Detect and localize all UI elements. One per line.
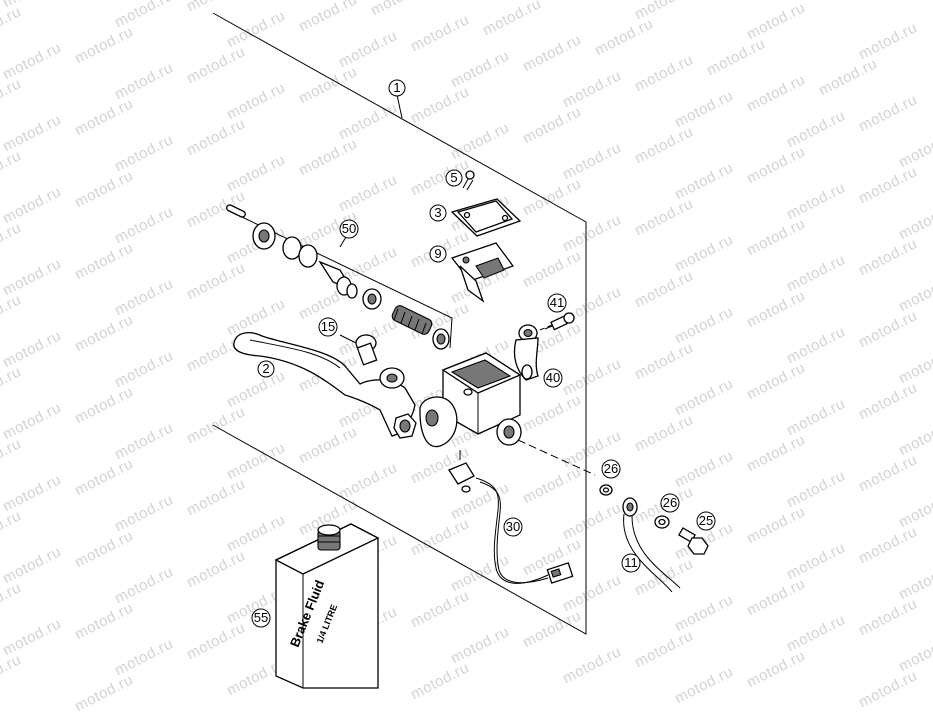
assembly-line-banjo	[517, 439, 596, 476]
callout-26b-label: 26	[663, 495, 677, 510]
lever-adjuster	[339, 334, 378, 366]
callout-30-label: 30	[506, 519, 520, 534]
return-spring	[391, 305, 433, 335]
dust-boot	[252, 222, 276, 250]
callout-40-label: 40	[546, 370, 560, 385]
callout-26a-label: 26	[604, 461, 618, 476]
piston-seal-inner	[367, 293, 377, 305]
callout-11-label: 11	[624, 555, 638, 570]
banjo-bolt	[678, 527, 709, 555]
banjo-washer-a-inner	[602, 487, 610, 493]
callout-2: 2	[257, 360, 275, 378]
callout-5-label: 5	[450, 170, 457, 185]
callout-3-label: 3	[434, 205, 441, 220]
callout-5: 5	[445, 169, 463, 187]
pivot-pin	[226, 204, 246, 218]
callout-50-label: 50	[342, 221, 356, 236]
callout-2-label: 2	[262, 361, 269, 376]
callout-30: 30	[503, 517, 523, 537]
brake-fluid-bottle	[274, 523, 380, 689]
leader-line-50	[339, 236, 347, 248]
snap-ring-a	[282, 236, 302, 260]
handlebar-clamp	[513, 324, 539, 381]
reservoir-cover	[450, 198, 522, 237]
callout-1: 1	[388, 79, 406, 97]
spring-washer-inner	[436, 333, 446, 345]
callout-9: 9	[429, 245, 447, 263]
snap-ring-b	[298, 244, 318, 268]
callout-25-label: 25	[699, 513, 713, 528]
diaphragm	[450, 242, 515, 303]
callout-15-label: 15	[321, 319, 335, 334]
callout-15: 15	[318, 317, 338, 337]
clamp-screw	[544, 312, 575, 331]
master-cylinder-body	[419, 352, 522, 448]
callout-55-label: 55	[254, 610, 268, 625]
banjo-washer-b-inner	[658, 518, 666, 526]
brake-light-switch	[448, 450, 574, 584]
callout-41: 41	[547, 293, 567, 313]
callout-41-label: 41	[550, 295, 564, 310]
callout-1-label: 1	[393, 80, 400, 95]
brake-master-cylinder-exploded-view: Brake Fluid 1/4 LITRE 1 2 3 5 9 11 15 25…	[212, 12, 716, 689]
callout-9-label: 9	[434, 246, 441, 261]
callout-50: 50	[339, 219, 359, 239]
cover-screw	[462, 170, 475, 191]
leader-line-1	[396, 94, 403, 119]
callout-26b: 26	[660, 493, 680, 513]
assembly-frame	[212, 12, 587, 635]
assembly-line-clamp	[539, 324, 553, 331]
callout-55: 55	[251, 608, 271, 628]
callout-11: 11	[621, 553, 641, 573]
piston	[318, 260, 358, 299]
callout-3: 3	[429, 204, 447, 222]
callout-25: 25	[696, 511, 716, 531]
callout-40: 40	[543, 368, 563, 388]
pivot-nut	[393, 413, 417, 439]
brake-lever	[233, 332, 416, 437]
callout-26a: 26	[601, 459, 621, 479]
